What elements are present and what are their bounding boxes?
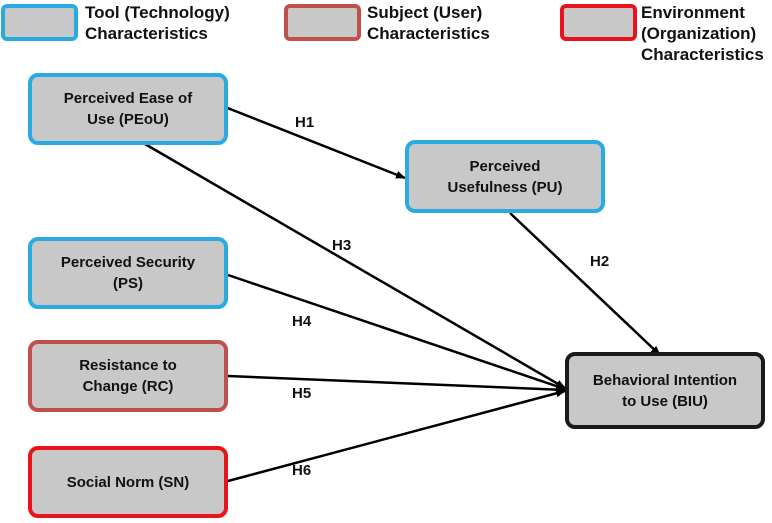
- legend-label-tool: Tool (Technology) Characteristics: [85, 3, 230, 43]
- label-h4: H4: [292, 313, 312, 330]
- node-perceived-usefulness: Perceived Usefulness (PU): [405, 140, 605, 213]
- edge-h1: [224, 105, 406, 180]
- edge-h3: [144, 142, 566, 390]
- node-social-norm: Social Norm (SN): [28, 446, 228, 518]
- label-h1: H1: [295, 114, 315, 131]
- label-h5: H5: [292, 385, 312, 402]
- node-peou-label: Perceived Ease of Use (PEoU): [63, 90, 193, 128]
- label-h2: H2: [590, 253, 610, 270]
- legend-swatch-tool: [1, 4, 78, 41]
- legend-label-subject: Subject (User) Characteristics: [367, 3, 490, 43]
- node-perceived-ease-of-use: Perceived Ease of Use (PEoU): [28, 73, 228, 145]
- node-resistance-to-change: Resistance to Change (RC): [28, 340, 228, 412]
- node-behavioral-intention-to-use: Behavioral Intention to Use (BIU): [565, 352, 765, 429]
- node-rc-label: Resistance to Change (RC): [79, 357, 177, 395]
- legend-swatch-environment: [560, 4, 637, 41]
- label-h3: H3: [332, 237, 352, 254]
- edge-h6: [227, 389, 566, 483]
- legend-swatch-subject: [284, 4, 361, 41]
- node-sn-label: Social Norm (SN): [66, 473, 190, 491]
- label-h6: H6: [292, 462, 312, 479]
- legend-label-environment: Environment (Organization) Characteristi…: [641, 3, 764, 64]
- edge-h5: [227, 374, 566, 394]
- node-perceived-security: Perceived Security (PS): [28, 237, 228, 309]
- edge-h2: [509, 212, 661, 356]
- edge-h4: [227, 273, 566, 391]
- node-biu-label: Behavioral Intention to Use (BIU): [592, 371, 738, 410]
- node-ps-label: Perceived Security (PS): [60, 254, 196, 292]
- node-pu-label: Perceived Usefulness (PU): [447, 157, 563, 196]
